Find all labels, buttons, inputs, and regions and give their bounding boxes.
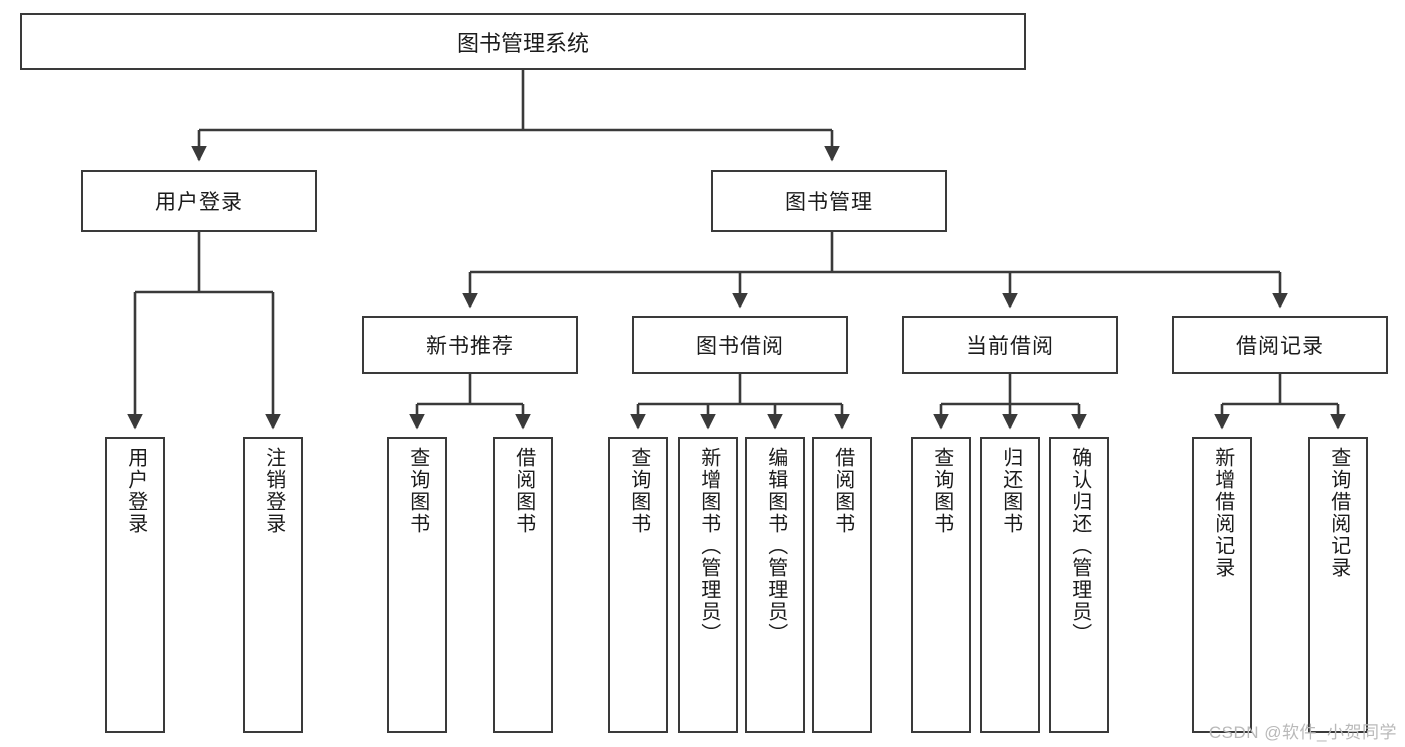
node-label: 新书推荐 <box>426 335 514 358</box>
node-label: 图书借阅 <box>696 335 784 358</box>
node-leaf-query-record[interactable]: 查询借阅记录 <box>1308 437 1368 733</box>
node-user-login[interactable]: 用户登录 <box>81 170 317 232</box>
node-label: 借阅图书 <box>512 447 535 535</box>
node-leaf-add-book[interactable]: 新增图书（管理员） <box>678 437 738 733</box>
node-leaf-return-book[interactable]: 归还图书 <box>980 437 1040 733</box>
node-label: 查询图书 <box>627 447 650 535</box>
node-leaf-borrow-book-1[interactable]: 借阅图书 <box>493 437 553 733</box>
node-label: 用户登录 <box>155 191 243 214</box>
node-leaf-confirm-return[interactable]: 确认归还（管理员） <box>1049 437 1109 733</box>
node-leaf-query-book-2[interactable]: 查询图书 <box>608 437 668 733</box>
node-leaf-logout-login[interactable]: 注销登录 <box>243 437 303 733</box>
node-borrow-record[interactable]: 借阅记录 <box>1172 316 1388 374</box>
node-label: 注销登录 <box>262 447 285 535</box>
node-label: 归还图书 <box>999 447 1022 535</box>
node-leaf-query-book-1[interactable]: 查询图书 <box>387 437 447 733</box>
node-current-borrow[interactable]: 当前借阅 <box>902 316 1118 374</box>
node-label: 图书管理系统 <box>456 30 589 56</box>
node-label: 用户登录 <box>124 447 147 535</box>
watermark-text: CSDN @软件_小贺同学 <box>1208 723 1397 742</box>
node-label: 借阅图书 <box>831 447 854 535</box>
node-leaf-query-book-3[interactable]: 查询图书 <box>911 437 971 733</box>
node-label: 新增借阅记录 <box>1211 447 1234 579</box>
node-label: 图书管理 <box>785 191 873 214</box>
node-leaf-user-login[interactable]: 用户登录 <box>105 437 165 733</box>
node-label: 查询图书 <box>406 447 429 535</box>
node-leaf-edit-book[interactable]: 编辑图书（管理员） <box>745 437 805 733</box>
node-root-system[interactable]: 图书管理系统 <box>20 13 1026 70</box>
node-label: 新增图书（管理员） <box>697 447 720 645</box>
node-label: 编辑图书（管理员） <box>764 447 787 645</box>
node-label: 借阅记录 <box>1236 335 1324 358</box>
node-book-borrow[interactable]: 图书借阅 <box>632 316 848 374</box>
node-label: 查询借阅记录 <box>1327 447 1350 579</box>
node-label: 当前借阅 <box>966 335 1054 358</box>
node-book-manage[interactable]: 图书管理 <box>711 170 947 232</box>
node-new-book-recommend[interactable]: 新书推荐 <box>362 316 578 374</box>
node-leaf-borrow-book-2[interactable]: 借阅图书 <box>812 437 872 733</box>
node-leaf-add-record[interactable]: 新增借阅记录 <box>1192 437 1252 733</box>
node-label: 查询图书 <box>930 447 953 535</box>
node-label: 确认归还（管理员） <box>1068 447 1091 645</box>
